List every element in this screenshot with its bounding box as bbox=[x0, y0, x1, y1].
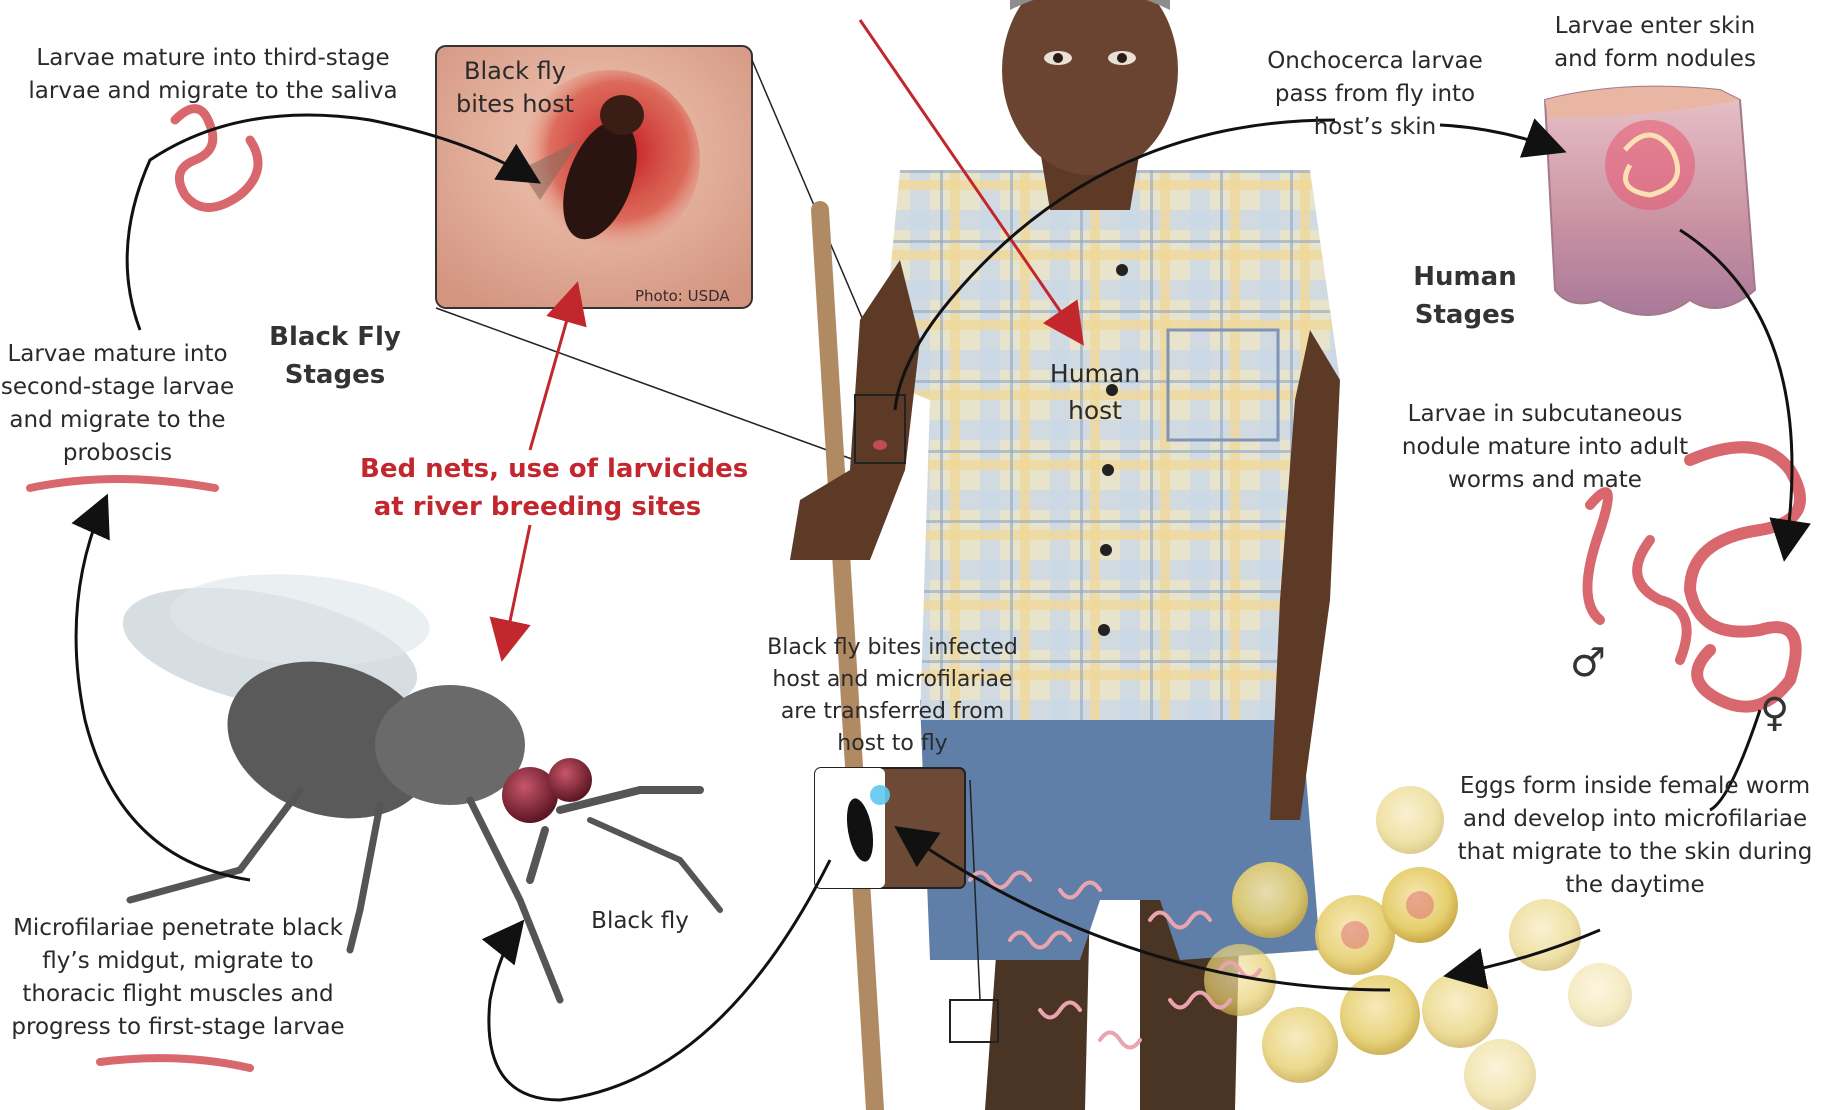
intervention-arrow-to-bite bbox=[530, 288, 576, 450]
fly-on-skin-inset bbox=[815, 768, 965, 888]
onchocerca-pass-label: Onchocerca larvae pass from fly into hos… bbox=[1250, 45, 1500, 144]
cycle-arrow-to-black-fly bbox=[489, 860, 830, 1100]
photo-credit: Photo: USDA bbox=[635, 287, 730, 305]
third-stage-label: Larvae mature into third-stage larvae an… bbox=[28, 42, 398, 108]
male-symbol: ♂ bbox=[1570, 640, 1606, 686]
second-stage-label: Larvae mature into second-stage larvae a… bbox=[0, 338, 235, 470]
human-stages-heading: Human Stages bbox=[1390, 258, 1540, 334]
female-symbol: ♀ bbox=[1760, 690, 1789, 736]
third-stage-larva bbox=[175, 109, 258, 208]
photo-connector-bottom bbox=[436, 308, 860, 462]
black-fly-label: Black fly bbox=[575, 905, 705, 938]
intervention-label: Bed nets, use of larvicides at river bre… bbox=[360, 450, 715, 526]
bites-infected-label: Black fly bites infected host and microf… bbox=[755, 632, 1030, 760]
skin-nodule-tissue bbox=[1545, 87, 1755, 315]
enter-skin-label: Larvae enter skin and form nodules bbox=[1530, 10, 1780, 76]
microfilariae-penetrate-label: Microfilariae penetrate black fly’s midg… bbox=[8, 912, 348, 1044]
second-stage-larva bbox=[30, 479, 215, 488]
subcutaneous-label: Larvae in subcutaneous nodule mature int… bbox=[1395, 398, 1695, 497]
fly-bites-host-label: Black fly bites host bbox=[445, 55, 585, 121]
first-stage-larva bbox=[100, 1058, 250, 1068]
eggs-form-label: Eggs form inside female worm and develop… bbox=[1445, 770, 1825, 902]
human-host-label: Human host bbox=[1035, 355, 1155, 429]
black-fly-stages-heading: Black Fly Stages bbox=[260, 318, 410, 394]
intervention-arrow-to-fly bbox=[503, 525, 530, 655]
